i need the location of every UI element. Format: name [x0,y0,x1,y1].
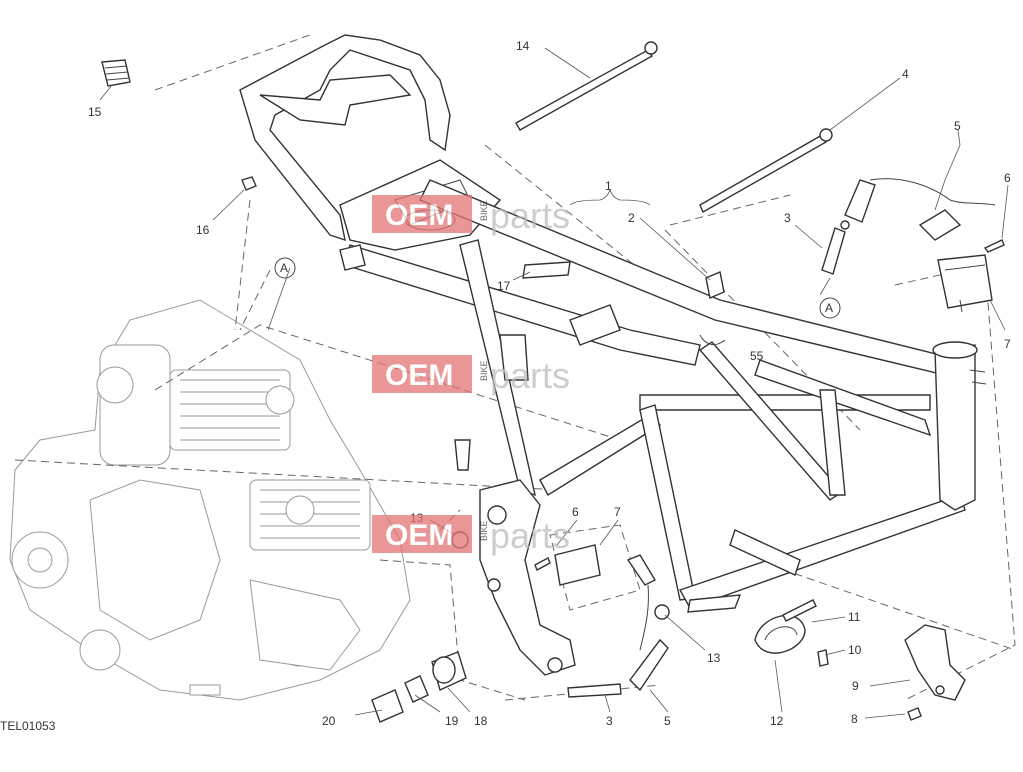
screw-part [983,239,1005,253]
dashed-guides [14,34,1016,701]
callout-13-lower: 13 [707,651,721,665]
spark-plug-part [821,227,846,275]
screw-10-part [817,649,829,667]
spark-plug-lower-part [567,683,622,698]
callout-12: 12 [770,714,784,728]
long-bolt-part [515,49,654,131]
long-bolt-part-2 [699,134,827,213]
callout-16: 16 [196,223,210,237]
callout-8: 8 [851,712,858,726]
label-part [522,261,571,279]
coil-lower-part [554,544,601,586]
plug-cap-part [844,179,876,223]
callout-6-lower: 6 [572,505,579,519]
callout-7-lower: 7 [614,505,621,519]
reference-a-circle [274,257,296,279]
svg-text:parts: parts [490,195,570,236]
horn-part [754,614,806,654]
reference-a-upper: A [280,261,288,275]
nut-part [241,176,257,191]
callout-3-lower: 3 [606,714,613,728]
diagram-code: TEL01053 [0,719,56,733]
callout-19: 19 [445,714,459,728]
callout-11: 11 [848,610,861,624]
reference-a-circle-2 [819,297,841,319]
frame-stamp: 55 [750,349,764,363]
engine-illustration [9,299,411,701]
svg-text:OEM: OEM [385,359,453,392]
callout-20: 20 [322,714,336,728]
callout-18: 18 [474,714,488,728]
screw-8-part [907,707,922,721]
plug-cap-lower-part [629,638,669,692]
callout-5-lower: 5 [664,714,671,728]
callout-10: 10 [848,643,862,657]
washer-19-part [404,675,429,703]
callout-2: 2 [628,211,635,225]
coil-part [937,254,993,309]
watermark-2: OEM BIKE parts [372,355,570,396]
callout-4: 4 [902,67,909,81]
callout-14: 14 [516,39,530,53]
callout-15: 15 [88,105,102,119]
watermark-3: OEM BIKE parts [372,515,570,556]
callout-9: 9 [852,679,859,693]
spacer-part [705,271,725,299]
svg-text:BIKE: BIKE [479,200,489,221]
watermark-1: OEM BIKE parts [372,195,570,236]
loose-parts [101,41,1005,723]
callout-17: 17 [497,279,511,293]
callout-5: 5 [954,119,961,133]
svg-text:BIKE: BIKE [479,360,489,381]
callout-3: 3 [784,211,791,225]
bracket-9-part [904,624,966,701]
watermark-group: OEM BIKE parts OEM BIKE parts OEM BIKE p… [372,195,570,556]
svg-text:BIKE: BIKE [479,520,489,541]
svg-text:OEM: OEM [385,199,453,232]
bushing-20-part [371,689,404,723]
svg-text:OEM: OEM [385,519,453,552]
callout-1: 1 [605,179,612,193]
svg-text:parts: parts [490,515,570,556]
callout-7: 7 [1004,337,1011,351]
callout-6: 6 [1004,171,1011,185]
svg-text:parts: parts [490,355,570,396]
callout-labels: 1 2 3 4 5 6 7 8 9 10 11 12 13 14 15 16 1… [0,39,1011,733]
reference-a-lower: A [825,301,833,315]
